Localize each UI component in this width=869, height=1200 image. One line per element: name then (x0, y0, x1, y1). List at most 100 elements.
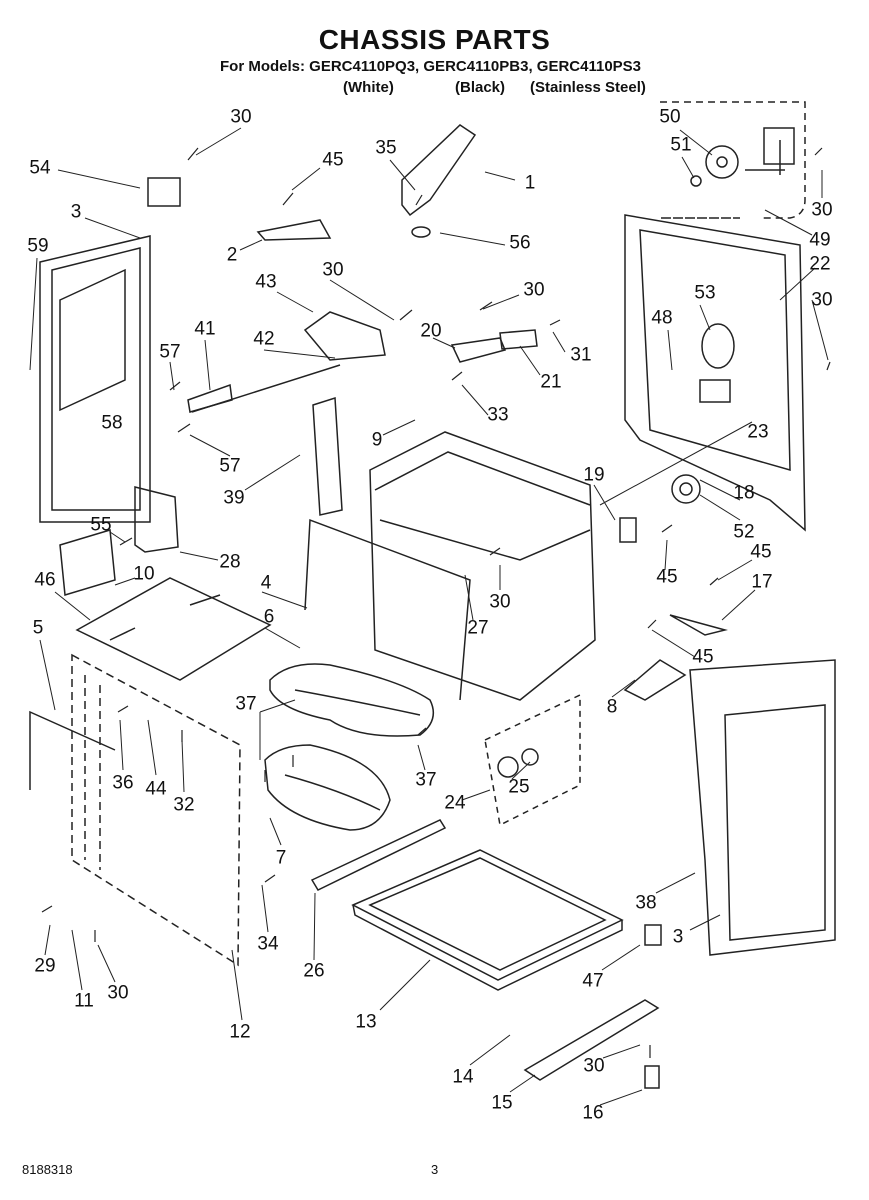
part-callout-20: 20 (420, 320, 442, 342)
part-callout-30: 30 (811, 199, 833, 221)
part-callout-57: 57 (159, 341, 181, 363)
part-callout-45: 45 (322, 149, 344, 171)
part-callout-23: 23 (747, 421, 769, 443)
part-callout-30: 30 (523, 279, 545, 301)
part-callout-38: 38 (635, 892, 657, 914)
part-callout-13: 13 (355, 1011, 377, 1033)
part-callout-11: 11 (74, 990, 94, 1012)
vent-bracket (401, 124, 477, 217)
part-callout-46: 46 (34, 569, 56, 591)
part-callout-21: 21 (540, 371, 562, 393)
part-callout-32: 32 (173, 794, 195, 816)
back-panel (624, 214, 806, 532)
part-callout-15: 15 (491, 1092, 513, 1114)
motor-assembly-group (660, 101, 806, 219)
part-callout-34: 34 (257, 933, 279, 955)
page-title: CHASSIS PARTS (318, 24, 551, 55)
part-callout-43: 43 (255, 271, 277, 293)
variant-white: (White) (343, 79, 394, 96)
part-callout-10: 10 (133, 563, 155, 585)
part-callout-17: 17 (751, 571, 773, 593)
part-callout-30: 30 (322, 259, 344, 281)
part-callout-29: 29 (34, 955, 56, 977)
screws (41, 147, 831, 1058)
models-line: For Models: GERC4110PQ3, GERC4110PB3, GE… (220, 58, 642, 75)
part-callout-33: 33 (487, 404, 509, 426)
part-callout-28: 28 (219, 551, 241, 573)
part-callout-36: 36 (112, 772, 134, 794)
part-callout-1: 1 (524, 172, 536, 194)
part-callout-44: 44 (145, 778, 167, 800)
bake-element (269, 663, 435, 737)
document-number: 8188318 (22, 1162, 73, 1177)
part-callout-49: 49 (809, 229, 831, 251)
control-board (59, 529, 116, 596)
part-callout-48: 48 (651, 307, 673, 329)
door-gasket (304, 518, 471, 701)
part-callout-35: 35 (375, 137, 397, 159)
part-callout-24: 24 (444, 792, 466, 814)
part-callout-37: 37 (235, 693, 257, 715)
part-callout-58: 58 (101, 412, 123, 434)
part-callout-31: 31 (570, 344, 592, 366)
part-callout-56: 56 (509, 232, 531, 254)
part-callout-55: 55 (90, 514, 112, 536)
part-callout-30: 30 (489, 591, 511, 613)
variant-stainless: (Stainless Steel) (530, 79, 646, 96)
part-callout-27: 27 (467, 617, 489, 639)
part-callout-51: 51 (670, 134, 692, 156)
part-callout-8: 8 (606, 696, 618, 718)
oven-door-right (689, 659, 836, 956)
cabinet-side-panel (71, 653, 241, 967)
vent-ring (701, 323, 735, 369)
broil-element (264, 744, 391, 831)
part-callout-30: 30 (811, 289, 833, 311)
part-callout-3: 3 (672, 926, 684, 948)
grommet (671, 474, 701, 504)
fan-motor (763, 127, 795, 165)
part-callout-22: 22 (809, 253, 831, 275)
wiring-shield (312, 396, 343, 516)
part-callout-39: 39 (223, 487, 245, 509)
part-callout-30: 30 (583, 1055, 605, 1077)
part-callout-25: 25 (508, 776, 530, 798)
part-callout-7: 7 (275, 847, 287, 869)
part-callout-2: 2 (226, 244, 238, 266)
convection-fan (705, 145, 739, 179)
part-callout-50: 50 (659, 106, 681, 128)
part-callout-19: 19 (583, 464, 605, 486)
part-callout-26: 26 (303, 960, 325, 982)
anti-tip-bracket (669, 614, 728, 636)
leveling-leg (644, 1065, 660, 1089)
part-callout-5: 5 (32, 617, 44, 639)
part-callout-54: 54 (29, 157, 51, 179)
part-callout-45: 45 (750, 541, 772, 563)
part-callout-53: 53 (694, 282, 716, 304)
label-plate (644, 924, 662, 946)
part-callout-4: 4 (260, 572, 272, 594)
part-callout-42: 42 (253, 328, 275, 350)
fan-nut (690, 175, 702, 187)
variant-black: (Black) (455, 79, 506, 96)
part-callout-14: 14 (452, 1066, 474, 1088)
page-number: 3 (431, 1162, 439, 1177)
part-callout-12: 12 (229, 1021, 251, 1043)
oven-door-left (39, 235, 151, 523)
part-callout-52: 52 (733, 521, 755, 543)
part-callout-37: 37 (415, 769, 437, 791)
storage-drawer (351, 849, 624, 981)
part-callout-59: 59 (27, 235, 49, 257)
part-callout-18: 18 (733, 482, 755, 504)
top-cover (75, 577, 272, 681)
part-callout-47: 47 (582, 970, 604, 992)
part-callout-41: 41 (194, 318, 216, 340)
part-callout-16: 16 (582, 1102, 604, 1124)
door-lock (303, 311, 386, 361)
part-callout-45: 45 (692, 646, 714, 668)
part-callout-57: 57 (219, 455, 241, 477)
part-callout-9: 9 (371, 429, 383, 451)
oven-cavity (369, 431, 596, 701)
part-callout-30: 30 (107, 982, 129, 1004)
door-glass (59, 268, 126, 412)
